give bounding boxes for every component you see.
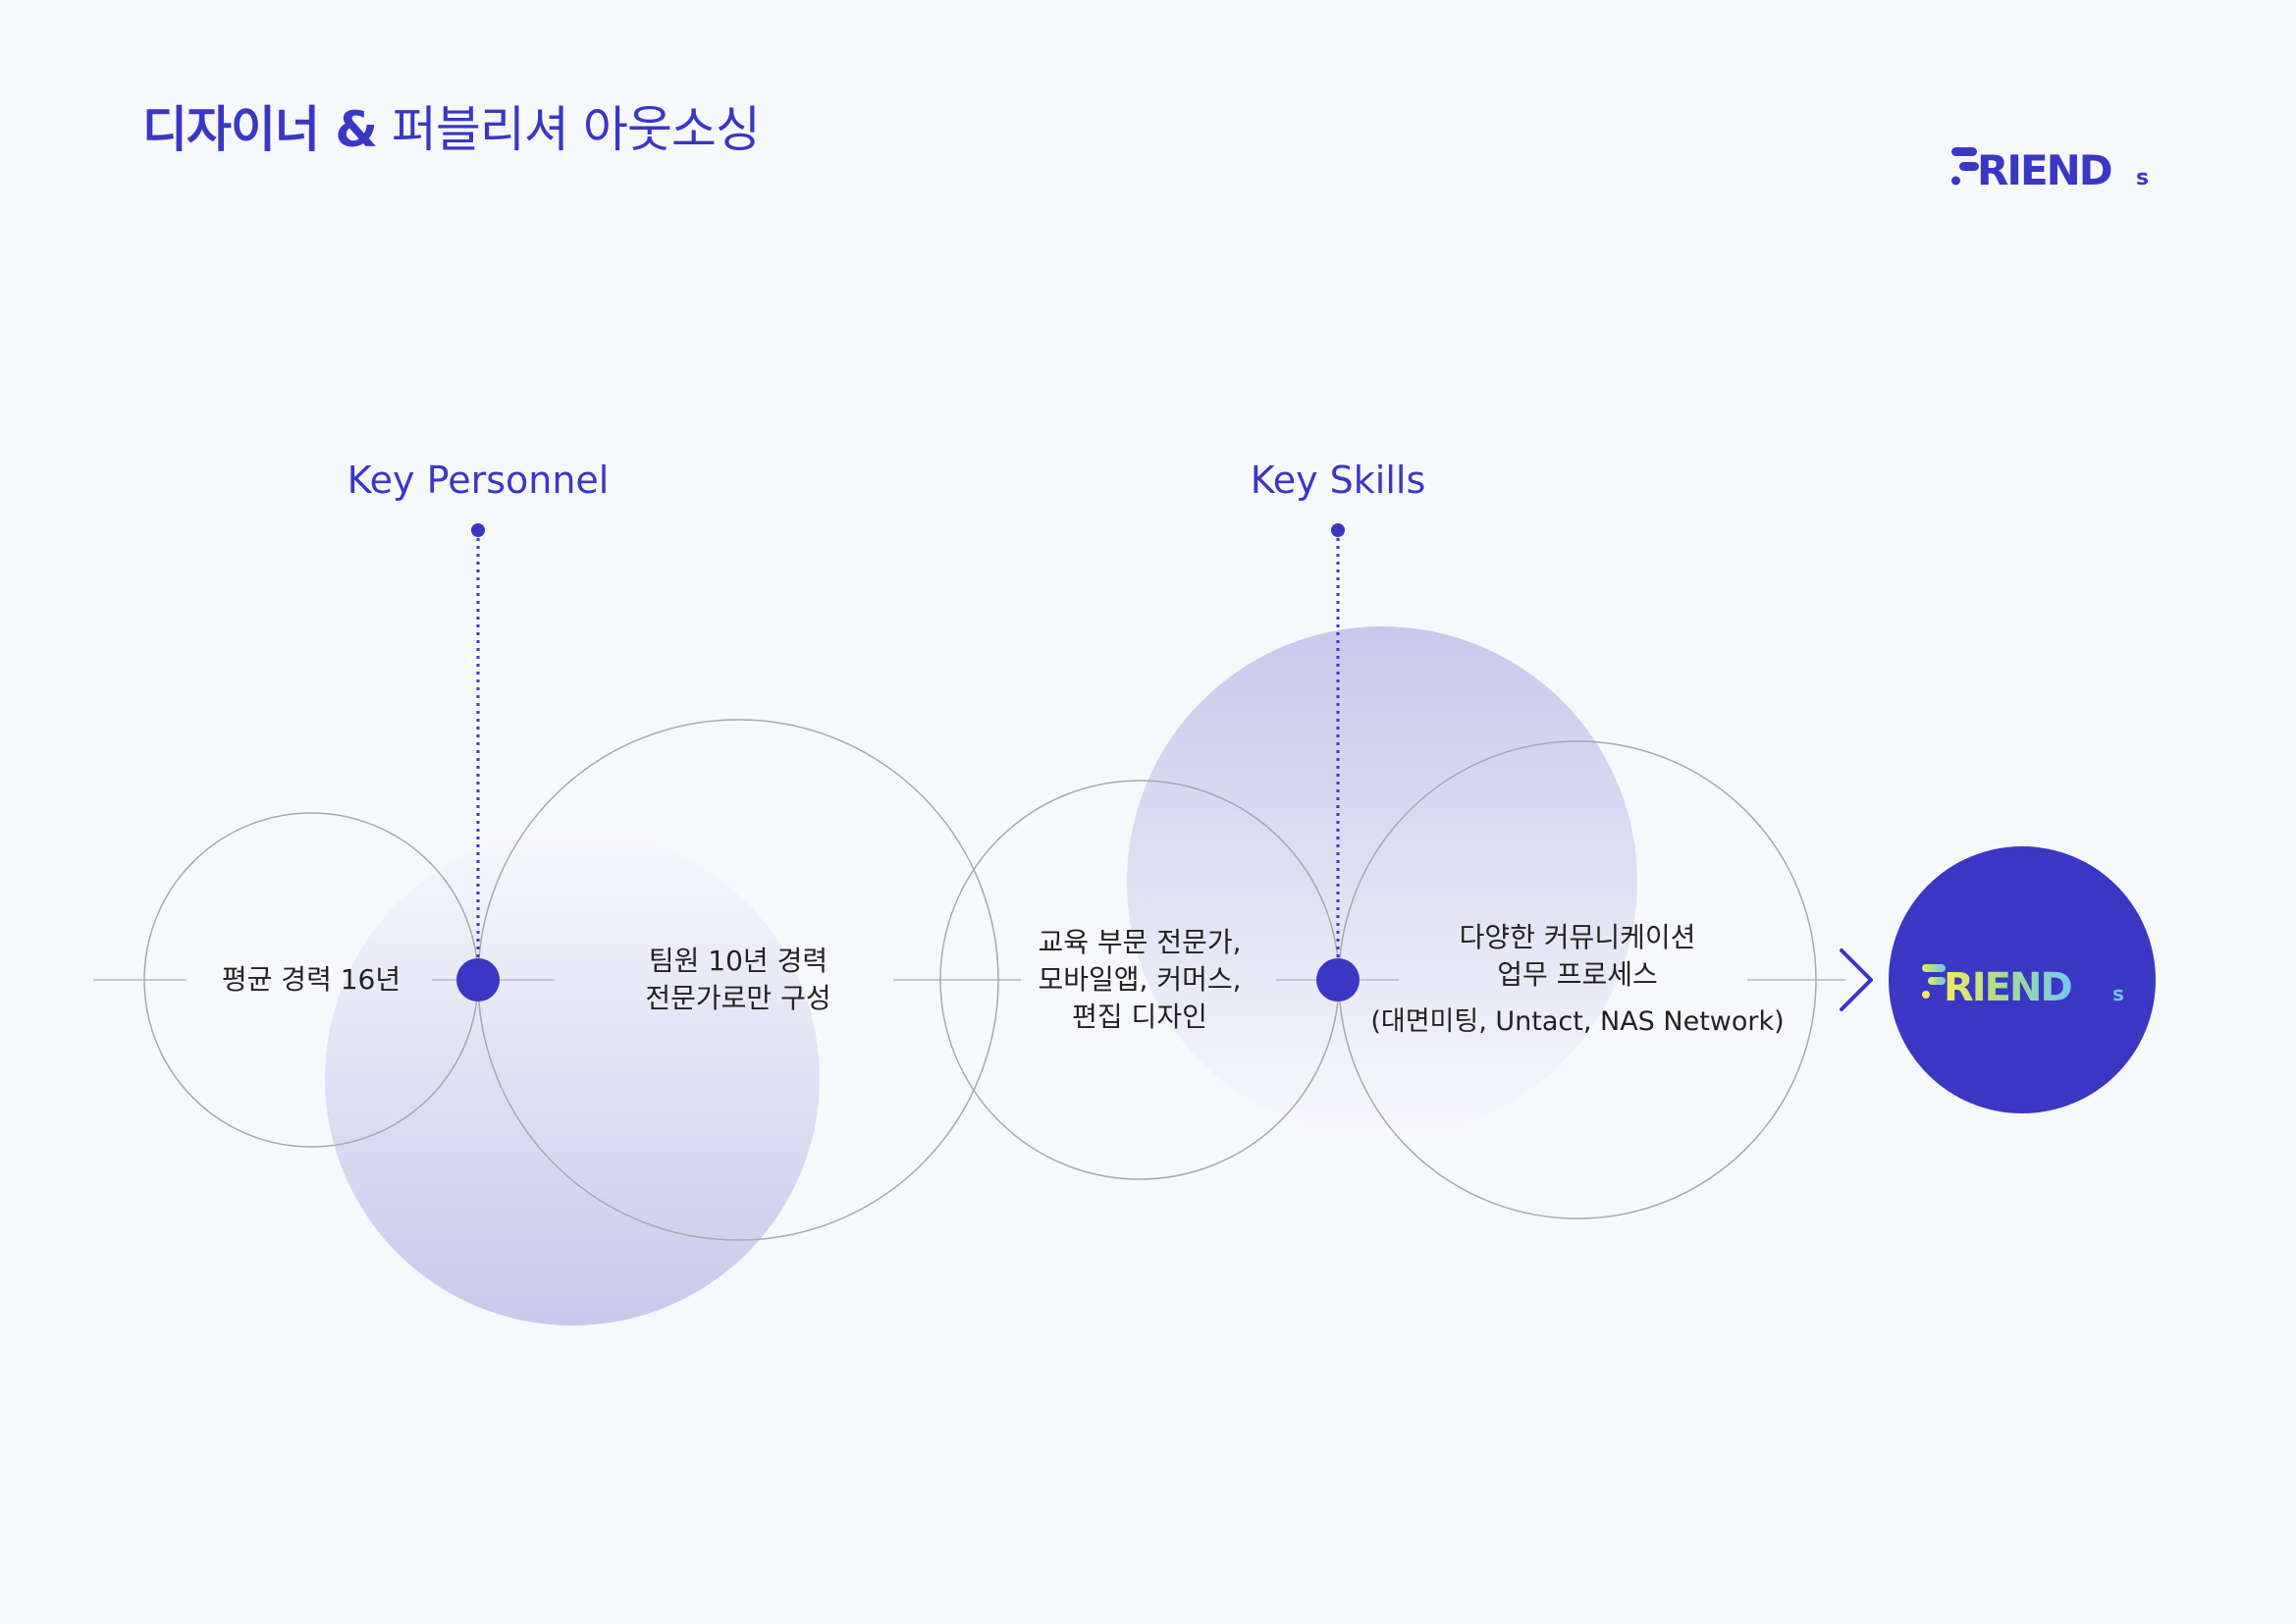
circle-subtext: (대면미팅, Untact, NAS Network) xyxy=(1370,1006,1785,1037)
key-personnel-node xyxy=(456,958,500,1001)
final-logo-text: RIEND xyxy=(1944,965,2071,1010)
page-title-bold: 디자이너 & xyxy=(142,101,378,158)
circle-line: 다양한 커뮤니케이션 xyxy=(1459,921,1696,953)
circle-text-avg-experience: 평균 경력 16년 xyxy=(222,961,400,999)
arrow-chevron-icon xyxy=(1840,948,1873,1011)
key-personnel-top-dot xyxy=(471,523,485,537)
key-skills-node xyxy=(1316,958,1360,1001)
circle-line: 평균 경력 16년 xyxy=(221,963,401,996)
friends-logo: RIEND s xyxy=(1951,146,2149,189)
final-logo-circle xyxy=(1889,846,2156,1113)
circle-line: 교육 부문 전문가, xyxy=(1038,926,1242,958)
page-title-light: 퍼블리셔 아웃소싱 xyxy=(391,101,761,158)
circle-text-communication: 다양한 커뮤니케이션 업무 프로세스 (대면미팅, Untact, NAS Ne… xyxy=(1370,919,1784,1041)
circle-line: 모바일앱, 커머스, xyxy=(1038,963,1242,996)
circle-line: 업무 프로세스 xyxy=(1497,958,1658,991)
circle-text-expertise: 교육 부문 전문가, 모바일앱, 커머스, 편집 디자인 xyxy=(1038,924,1241,1036)
svg-text:s: s xyxy=(2136,166,2149,189)
halo-left xyxy=(325,831,820,1326)
circle-line: 팀원 10년 경력 xyxy=(648,945,828,977)
key-personnel-label: Key Personnel xyxy=(347,459,610,502)
friends-logo-text: RIEND xyxy=(1977,146,2111,189)
svg-text:s: s xyxy=(2112,982,2124,1005)
page-title: 디자이너 & 퍼블리셔 아웃소싱 xyxy=(142,98,761,161)
circle-line: 편집 디자인 xyxy=(1072,1001,1207,1033)
key-skills-top-dot xyxy=(1331,523,1345,537)
final-logo: RIEND s xyxy=(1922,964,2124,1010)
circle-text-team-experience: 팀원 10년 경력 전문가로만 구성 xyxy=(645,943,830,1017)
halo-right xyxy=(1127,626,1637,1137)
circle-line: 전문가로만 구성 xyxy=(645,982,831,1014)
key-skills-label: Key Skills xyxy=(1250,459,1426,502)
